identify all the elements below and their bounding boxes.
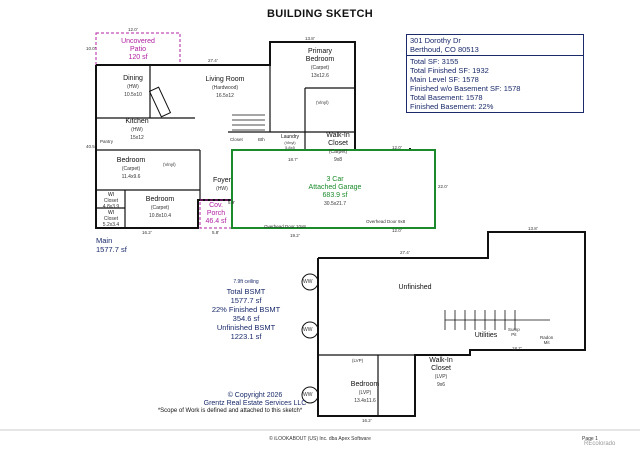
room-foyer: Foyer (HW) [213, 177, 231, 192]
copyright-block: © Copyright 2026 Grentz Real Estate Serv… [203, 392, 307, 407]
dimension-label: 5.9' [228, 200, 236, 205]
cov-porch-label: Cov. Porch 46.4 sf [205, 202, 227, 225]
stat-line: Total SF: 3155 [410, 57, 459, 66]
garage-door-label: Overhead Door 10x8 [264, 224, 306, 229]
dimension-label: 27.4' [400, 250, 410, 255]
garage-outline [231, 149, 436, 229]
dimension-label: 27.4' [208, 58, 218, 63]
garage-door-label: Overhead Door 9x8 [366, 219, 406, 224]
sump-pit-label: Sump Pit [508, 327, 520, 337]
garage-label: 3 Car Attached Garage 683.9 sf 30.5x21.7 [308, 176, 362, 207]
basement-outline [317, 231, 586, 417]
room-living: Living Room (Hardwood) 16.5x12 [205, 76, 245, 99]
stat-line: Finished w/o Basement SF: 1578 [410, 84, 521, 93]
dimension-label: 18.7' [512, 346, 522, 351]
window-well-label: WW [303, 279, 313, 285]
window-well [301, 273, 319, 291]
basement-lvp-label: (LVP) [352, 358, 364, 363]
dimension-label: 10.0' [86, 46, 96, 51]
room-kitchen: Kitchen (HW) 15x12 [125, 118, 149, 141]
dimension-label: 40.5' [86, 144, 96, 149]
window-well [301, 386, 319, 404]
stat-line: Total Finished SF: 1932 [410, 66, 489, 75]
room-wi-closet-2: WI Closet 5.2x3.4 [102, 210, 120, 228]
stat-line: Main Level SF: 1578 [410, 75, 479, 84]
basement-walk-in-closet: Walk-In Closet (LVP) 9x6 [429, 357, 453, 388]
dimension-label: 16.2' [362, 418, 372, 423]
summary-box: 301 Dorothy Dr Berthoud, CO 80513 Total … [406, 34, 584, 113]
dimension-label: 12.0' [128, 27, 138, 32]
page-number: Page 1 [582, 436, 598, 442]
patio-label: Uncovered Patio 120 sf [121, 38, 155, 61]
footer-credit: © iLOOKABOUT (US) Inc. dba Apex Software [269, 436, 371, 442]
window-well [301, 321, 319, 339]
basement-unfinished-label: Unfinished [398, 284, 432, 291]
room-primary-bedroom: Primary Bedroom (Carpet) 13x12.6 [305, 48, 335, 79]
room-bath: Bth [258, 137, 265, 142]
stairs-main [232, 114, 265, 131]
room-wi-closet-1: WI Closet 4.8x3.9 [102, 192, 120, 210]
address-line-2: Berthoud, CO 80513 [410, 45, 479, 54]
dimension-label: 12.0' [392, 145, 402, 150]
dimension-label: 12.0' [392, 228, 402, 233]
basement-summary: 7.9ft ceiling Total BSMT 1577.7 sf 22% F… [211, 279, 281, 341]
summary-stats: Total SF: 3155 Total Finished SF: 1932 M… [407, 56, 583, 112]
room-pantry: Pantry [100, 139, 114, 144]
scope-note: *Scope of Work is defined and attached t… [157, 408, 303, 414]
room-bedroom-2: Bedroom (Carpet) 10.8x10.4 [145, 196, 175, 219]
room-bedroom-1: Bedroom (Carpet) 11.4x9.6 [116, 157, 146, 180]
room-dining: Dining (HW) 10.5x10 [123, 75, 143, 98]
kitchen-island [148, 86, 172, 118]
room-walk-in-closet: Walk-In Closet (Carpet) 9x8 [326, 132, 350, 163]
stat-line: Finished Basement: 22% [410, 102, 494, 111]
stairs-basement [444, 310, 550, 330]
watermark: REcolorado [584, 441, 616, 447]
basement-utilities-label: Utilities [474, 332, 498, 339]
window-well-label: WW [303, 392, 313, 398]
room-vinyl: (Vinyl) [316, 100, 329, 105]
room-vinyl: (Vinyl) [163, 162, 176, 167]
dimension-label: 5.8' [212, 230, 220, 235]
dimension-label: 19.2' [290, 233, 300, 238]
address: 301 Dorothy Dr Berthoud, CO 80513 [407, 35, 583, 56]
dimension-label: 13.8' [528, 226, 538, 231]
dimension-label: 22.0' [438, 184, 448, 189]
room-closet: Closet [230, 137, 243, 142]
stat-line: Total Basement: 1578 [410, 93, 483, 102]
room-laundry: Laundry (Vinyl) 5.8x5 [280, 134, 300, 151]
address-line-1: 301 Dorothy Dr [410, 36, 461, 45]
window-well-label: WW [303, 327, 313, 333]
dimension-label: 16.2' [142, 230, 152, 235]
page-title: BUILDING SKETCH [267, 8, 373, 20]
basement-bedroom: Bedroom (LVP) 13.4x11.6 [350, 381, 380, 404]
dimension-label: 18.7' [288, 157, 298, 162]
main-level-label: Main 1577.7 sf [96, 236, 127, 254]
radon-mit-label: Radon Mit [540, 335, 554, 345]
dimension-label: 13.8' [305, 36, 315, 41]
